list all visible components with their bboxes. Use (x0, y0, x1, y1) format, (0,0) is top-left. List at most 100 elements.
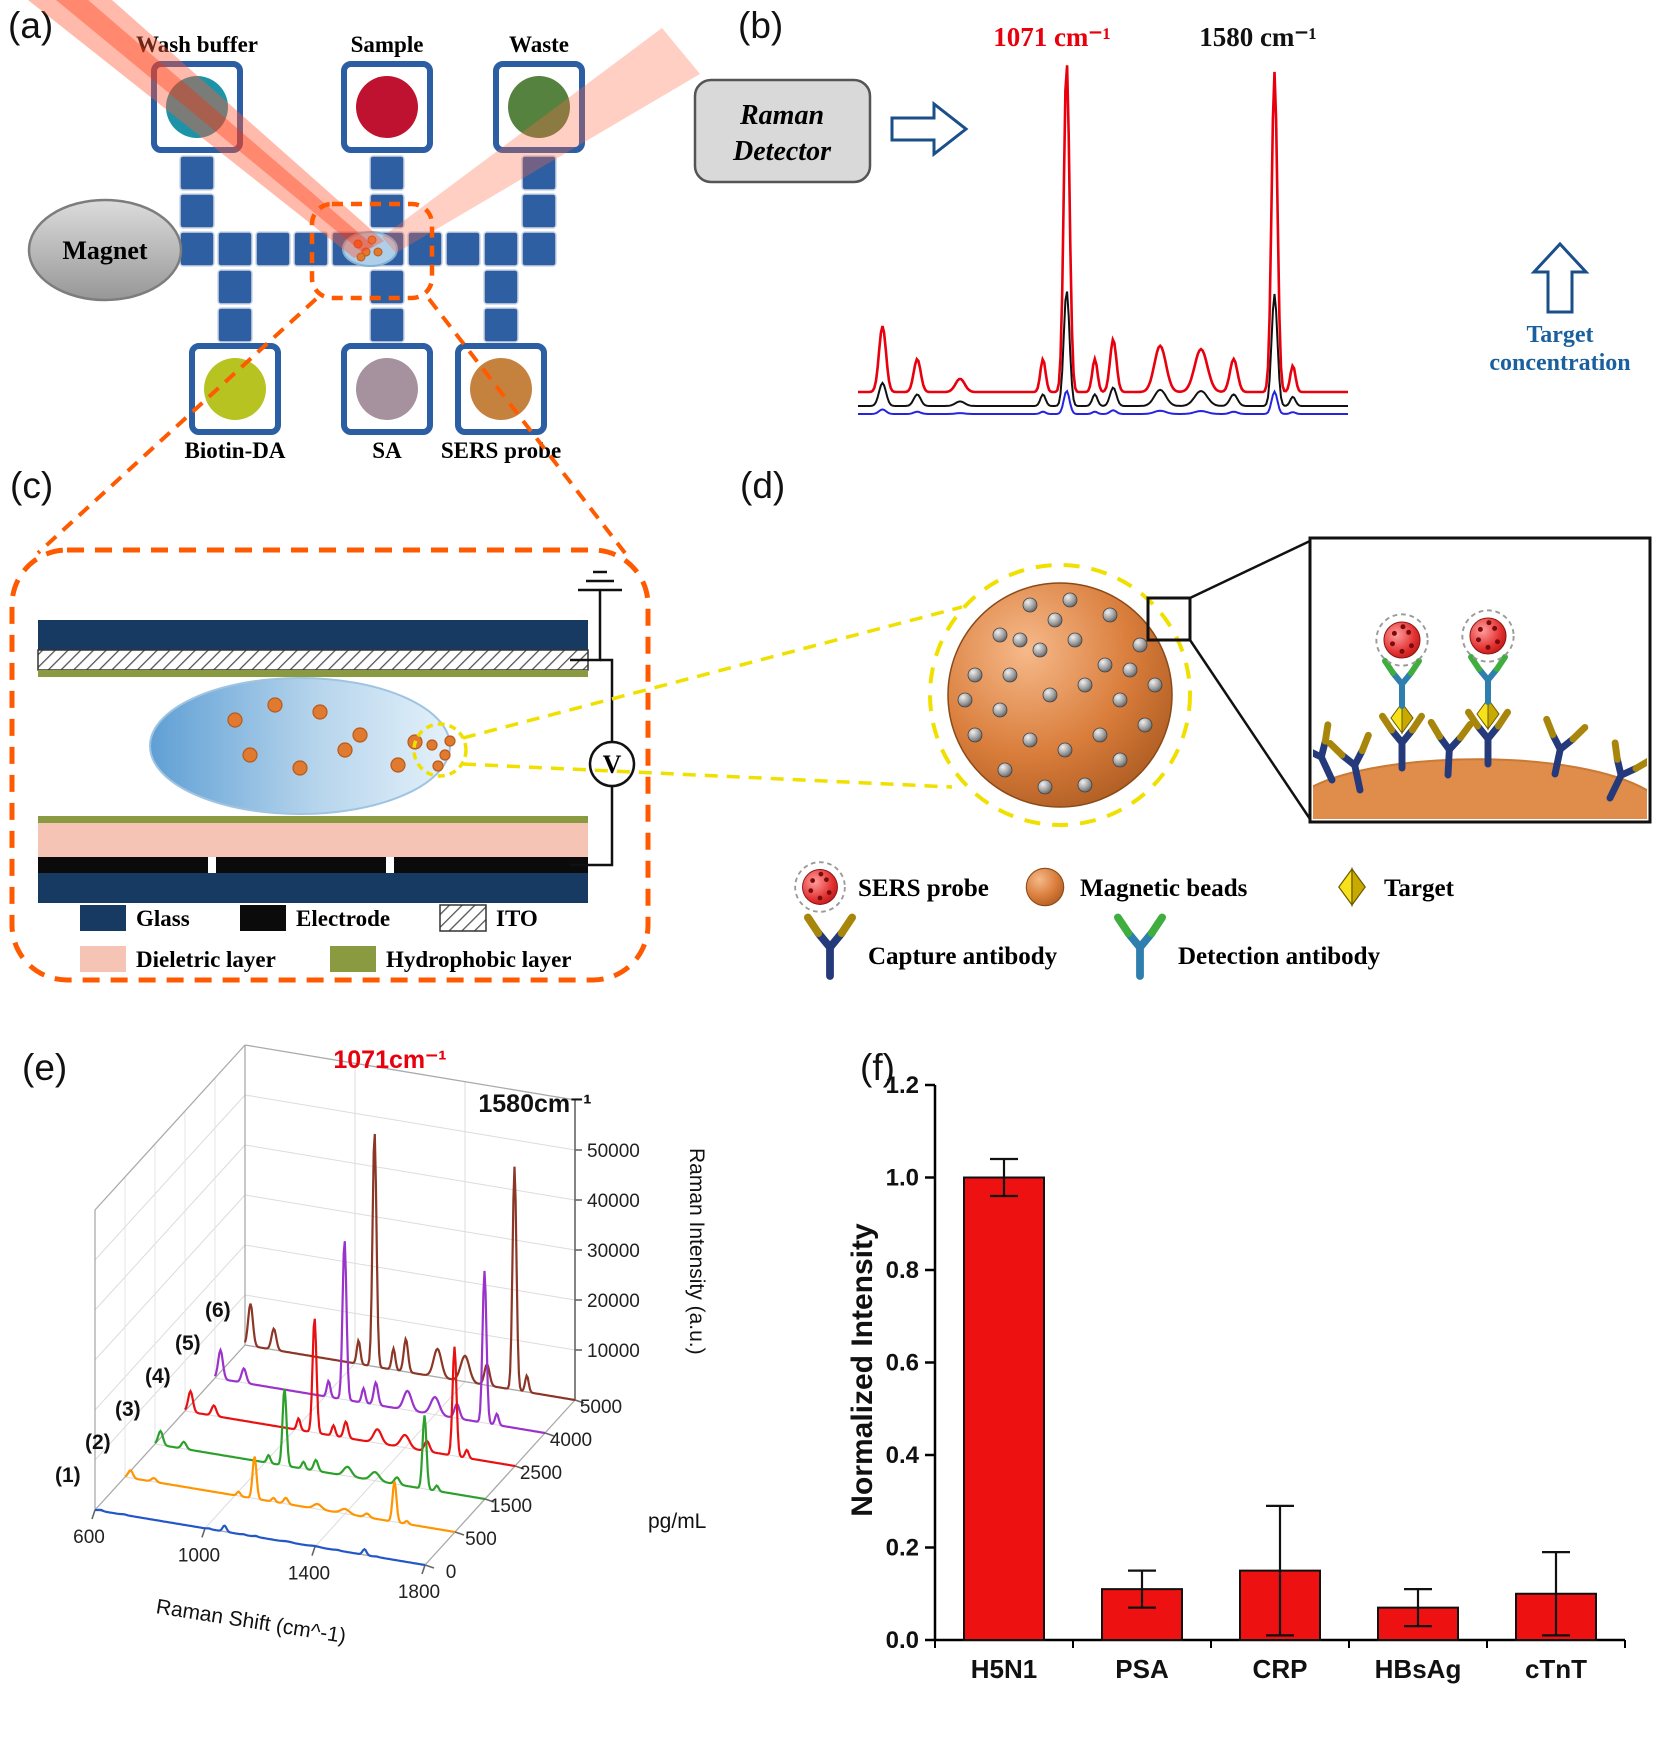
x-tick-label: 1400 (288, 1564, 330, 1585)
capture-antibody-legend-label: Capture antibody (868, 943, 1058, 970)
magnetic-bead-dot (312, 704, 328, 720)
waterfall-curve-(5) (213, 1241, 546, 1435)
panel-a: (a) Wash buffer Sample Waste Biotin-DA S… (0, 0, 700, 470)
spectrum-curve (858, 389, 1348, 416)
grid-line (244, 1294, 576, 1351)
peak-label-1580: 1580 cm⁻¹ (1199, 22, 1317, 52)
chip-electrode-pad (483, 231, 519, 267)
voltmeter-label: V (603, 750, 622, 779)
magnetic-bead-dot (432, 760, 444, 772)
depth-tick (484, 1498, 495, 1503)
x-tick (91, 1509, 96, 1520)
zoom-connector-line (1189, 539, 1311, 600)
waterfall-axes (91, 1044, 585, 1575)
bead-zoom-circle (928, 563, 1192, 827)
raman-detector-box: Raman Detector (693, 78, 872, 184)
panel-d-letter: (d) (740, 465, 785, 506)
x-tick (311, 1546, 316, 1556)
y-tick-label: 0.8 (886, 1257, 919, 1284)
streptavidin-dot (1062, 592, 1078, 608)
waterfall-curve-(3) (154, 1388, 486, 1501)
streptavidin-dot (1112, 692, 1128, 708)
panel-a-letter: (a) (8, 5, 53, 46)
axis-edge (244, 1044, 576, 1101)
z-tick-label: 20000 (587, 1291, 640, 1312)
depth-tick-label: 4000 (550, 1430, 592, 1451)
streptavidin-dot (1147, 677, 1163, 693)
streptavidin-dot (1077, 777, 1093, 793)
laser-beam-left-core (56, 0, 374, 252)
streptavidin-dot (957, 692, 973, 708)
y-tick-label: 0.2 (886, 1535, 919, 1562)
top-hydrophobic-layer (38, 670, 588, 677)
wash-buffer-label: Wash buffer (136, 32, 258, 57)
magnetic-bead-dot (373, 247, 383, 257)
magnetic-beads-in-droplet (353, 235, 383, 262)
y-axis-label: Normalized Intensity (846, 1223, 879, 1517)
magnetic-bead-dot (439, 749, 451, 761)
grid-line (94, 1294, 246, 1461)
panel-d-diagram: (d) SERS probe Magnetic beads Target Cap… (740, 465, 1652, 1010)
chip-electrode-pad (369, 155, 405, 191)
reservoir-sers-probe: SERS probe (441, 343, 561, 463)
panel-c-legend: Glass Electrode ITO Dieletric layer Hydr… (80, 904, 572, 972)
streptavidin-dot (1132, 637, 1148, 653)
series-label: (5) (175, 1332, 201, 1355)
streptavidin-dot (1022, 732, 1038, 748)
series-label: (6) (205, 1299, 231, 1322)
depth-tick (514, 1465, 525, 1470)
magnet: Magnet (27, 198, 183, 302)
raman-detector-label-line1: Raman (739, 100, 824, 131)
streptavidin-dots (957, 592, 1163, 795)
bar-chart-bars (963, 1157, 1597, 1641)
magnetic-bead-dot (356, 252, 366, 262)
droplet (149, 677, 451, 815)
magnetic-bead-dot (444, 735, 456, 747)
streptavidin-dot (1102, 607, 1118, 623)
electrode-segment (216, 857, 386, 873)
peak-label-1071: 1071 cm⁻¹ (993, 22, 1111, 52)
up-arrow-icon (1530, 241, 1590, 314)
depth-tick-label: 500 (465, 1529, 497, 1550)
y-tick-label: 1.2 (886, 1072, 919, 1099)
bottom-glass-layer (38, 873, 588, 903)
capture-antibody-icon (808, 918, 852, 977)
magnetic-bead-dot (337, 742, 353, 758)
magnetic-bead-dot (267, 697, 283, 713)
raman-detector-label-line2: Detector (732, 136, 832, 167)
depth-tick-label: 0 (446, 1562, 457, 1583)
waterfall-curve-(6) (243, 1133, 576, 1402)
chip-electrode-pad (369, 307, 405, 343)
surface-zoom-box (1146, 596, 1192, 642)
category-label: H5N1 (971, 1654, 1037, 1684)
category-label: HBsAg (1375, 1654, 1462, 1684)
waterfall-tick-labels: 1000020000300004000050000600100014001800… (73, 1141, 640, 1603)
x-tick-label: 1800 (398, 1582, 440, 1603)
x-tick-label: 600 (73, 1527, 105, 1548)
streptavidin-dot (1077, 677, 1093, 693)
panel-f-letter: (f) (860, 1047, 895, 1088)
sample-label: Sample (351, 32, 424, 57)
electrode-segment (38, 857, 208, 873)
sers-probe-legend-label: SERS probe (858, 875, 989, 902)
sa-liquid (356, 358, 418, 420)
reservoir-wash-buffer: Wash buffer (136, 32, 258, 153)
streptavidin-dot (1092, 727, 1108, 743)
reservoir-biotin-da: Biotin-DA (185, 343, 286, 463)
streptavidin-dot (1032, 642, 1048, 658)
target-concentration-line2: concentration (1489, 350, 1630, 376)
panel-b: (b) Raman Detector 1071 cm⁻¹ 1580 cm⁻¹ T… (680, 0, 1654, 470)
sers-spectra-plot (858, 65, 1348, 416)
grid-line (244, 1094, 576, 1151)
axis-edge (94, 1344, 246, 1511)
magnetic-bead-dot (426, 739, 438, 751)
streptavidin-dot (1067, 632, 1083, 648)
panel-e-letter: (e) (22, 1047, 67, 1088)
panel-e-chart: (e) 100002000030000400005000060010001400… (22, 1044, 708, 1648)
magnetic-bead-dot (352, 727, 368, 743)
electrode-segment (394, 857, 588, 873)
panel-b-diagram: (b) Raman Detector 1071 cm⁻¹ 1580 cm⁻¹ T… (693, 5, 1631, 416)
y-tick-label: 1.0 (886, 1165, 919, 1192)
immunoassay-scene (1313, 609, 1647, 819)
